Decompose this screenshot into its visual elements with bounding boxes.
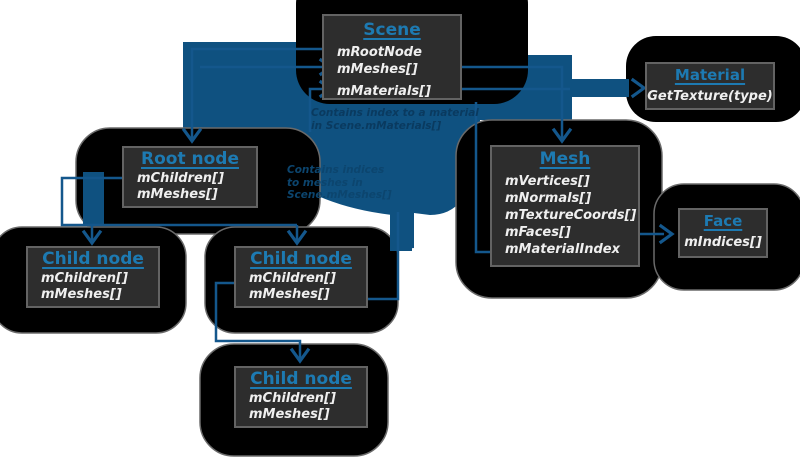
- child-node-left-field-mmeshes: mMeshes[]: [41, 287, 122, 302]
- face-field-mindices: mIndices[]: [684, 235, 762, 250]
- child-node-bottom-box: Child node mChildren[] mMeshes[]: [234, 366, 368, 428]
- mesh-field-mtexturecoords: mTextureCoords[]: [505, 208, 637, 223]
- mesh-field-mmaterialindex: mMaterialIndex: [505, 242, 620, 257]
- child-node-left-box: Child node mChildren[] mMeshes[]: [26, 246, 160, 308]
- child-node-bottom-field-mchildren: mChildren[]: [249, 391, 336, 406]
- connector-materialindex: [474, 102, 490, 254]
- child-node-bottom-title: Child node: [250, 369, 352, 389]
- child-node-middle-field-mchildren: mChildren[]: [249, 271, 336, 286]
- arrowhead-down-childleft: [81, 229, 103, 246]
- arrowhead-right-material: [630, 77, 647, 99]
- scene-field-mmeshes: mMeshes[]: [337, 62, 418, 77]
- child-node-bottom-field-mmeshes: mMeshes[]: [249, 407, 330, 422]
- scene-box: Scene mRootNode mMeshes[] mMaterials[]: [322, 14, 462, 100]
- face-box: Face mIndices[]: [678, 208, 768, 258]
- root-node-box: Root node mChildren[] mMeshes[]: [122, 146, 258, 208]
- mesh-note-line2: to meshes in: [287, 176, 363, 189]
- connector-childmid-meshes: [368, 212, 400, 301]
- root-node-title: Root node: [141, 149, 239, 169]
- scene-field-mmaterials: mMaterials[]: [337, 84, 432, 99]
- arrowhead-down-rootnode: [181, 127, 203, 144]
- connector-root-children: [60, 176, 297, 227]
- connector-rootnode: [190, 47, 322, 138]
- arrowhead-down-childbottom: [289, 347, 311, 364]
- material-note-line2: in Scene.mMaterials[]: [311, 119, 442, 132]
- band-scene-to-material: [565, 79, 629, 97]
- root-node-field-mchildren: mChildren[]: [137, 171, 224, 186]
- mesh-field-mfaces: mFaces[]: [505, 225, 571, 240]
- mesh-note: Contains indices to meshes in Scene.mMes…: [287, 164, 392, 202]
- band-root-to-children: [83, 172, 104, 226]
- child-node-middle-box: Child node mChildren[] mMeshes[]: [234, 246, 368, 308]
- mesh-note-line3: Scene.mMeshes[]: [287, 189, 392, 201]
- child-node-left-title: Child node: [42, 249, 144, 269]
- scene-field-mrootnode: mRootNode: [337, 45, 422, 60]
- material-title: Material: [674, 66, 746, 84]
- material-field-gettexture: GetTexture(type): [647, 89, 773, 104]
- connector-childmid-children: [214, 281, 302, 358]
- connector-scene-mesh: [462, 65, 564, 138]
- arrowhead-down-mesh: [551, 127, 573, 144]
- mesh-title: Mesh: [539, 149, 591, 169]
- face-title: Face: [703, 212, 743, 230]
- child-node-middle-field-mmeshes: mMeshes[]: [249, 287, 330, 302]
- arrowhead-right-face: [658, 223, 675, 245]
- child-node-middle-title: Child node: [250, 249, 352, 269]
- connector-into-scene-materials: [308, 87, 322, 132]
- root-node-field-mmeshes: mMeshes[]: [137, 187, 218, 202]
- child-node-left-field-mchildren: mChildren[]: [41, 271, 128, 286]
- material-note: Contains index to a material in Scene.mM…: [311, 107, 479, 132]
- material-box: Material GetTexture(type): [645, 62, 775, 110]
- arrowhead-down-childmid: [286, 229, 308, 246]
- material-note-line1: Contains index to a material: [311, 107, 479, 119]
- mesh-box: Mesh mVertices[] mNormals[] mTextureCoor…: [490, 145, 640, 267]
- mesh-field-mnormals: mNormals[]: [505, 191, 592, 206]
- band-childmid-meshes: [390, 205, 412, 251]
- scene-title: Scene: [363, 20, 421, 40]
- mesh-field-mvertices: mVertices[]: [505, 174, 590, 189]
- mesh-note-line1: Contains indices: [287, 164, 385, 176]
